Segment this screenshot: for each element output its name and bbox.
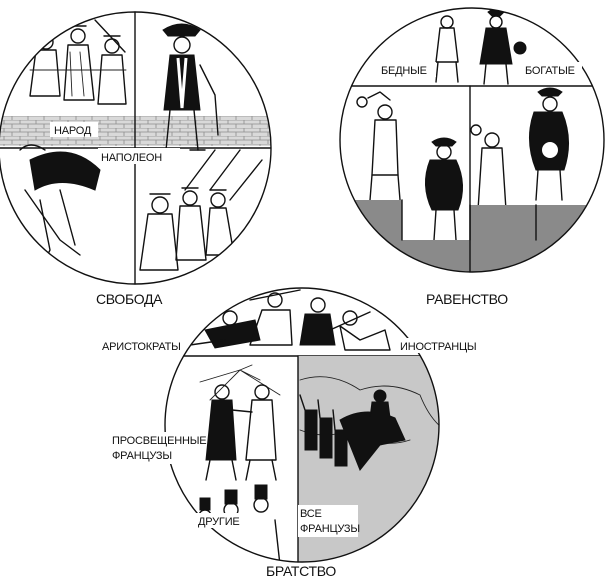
label-others: ДРУГИЕ bbox=[198, 516, 240, 528]
label-aristocrats: АРИСТОКРАТЫ bbox=[102, 341, 181, 353]
napoleon-figure bbox=[159, 23, 219, 151]
label-all-line1: ВСЕ bbox=[300, 508, 322, 520]
rich-figure-left bbox=[425, 137, 463, 241]
label-poor: БЕДНЫЕ bbox=[381, 65, 427, 77]
soldiers-crowd bbox=[299, 394, 348, 467]
equality-illustration bbox=[340, 8, 604, 272]
caption-liberty: СВОБОДА bbox=[96, 291, 163, 307]
label-enlightened-line2: ФРАНЦУЗЫ bbox=[112, 450, 172, 462]
rich-figure-right bbox=[529, 87, 569, 201]
caption-equality: РАВЕНСТВО bbox=[426, 291, 508, 307]
caption-fraternity: БРАТСТВО bbox=[266, 563, 336, 579]
label-foreigners: ИНОСТРАНЦЫ bbox=[400, 341, 476, 353]
label-people: НАРОД bbox=[54, 125, 92, 137]
brawl-scene bbox=[189, 289, 391, 351]
label-napoleon: НАПОЛЕОН bbox=[101, 152, 162, 164]
poor-rich-top bbox=[435, 8, 527, 85]
fraternity-panel: АРИСТОКРАТЫ ИНОСТРАНЦЫ ПРОСВЕЩЕННЫЕ ФРАН… bbox=[100, 287, 478, 579]
enlightened-figures bbox=[199, 364, 281, 481]
poor-figure-left bbox=[356, 91, 401, 201]
equality-circle bbox=[339, 7, 605, 273]
label-all-line2: ФРАНЦУЗЫ bbox=[300, 523, 360, 535]
cavalry-figure bbox=[339, 389, 406, 471]
label-rich: БОГАТЫЕ bbox=[525, 65, 575, 77]
label-enlightened-line1: ПРОСВЕЩЕННЫЕ bbox=[112, 435, 206, 447]
fraternity-circle bbox=[164, 287, 440, 563]
equality-panel: БЕДНЫЕ БОГАТЫЕ РАВЕНСТВО bbox=[339, 7, 605, 307]
liberty-panel: НАРОД НАПОЛЕОН СВОБОДА bbox=[0, 11, 272, 307]
